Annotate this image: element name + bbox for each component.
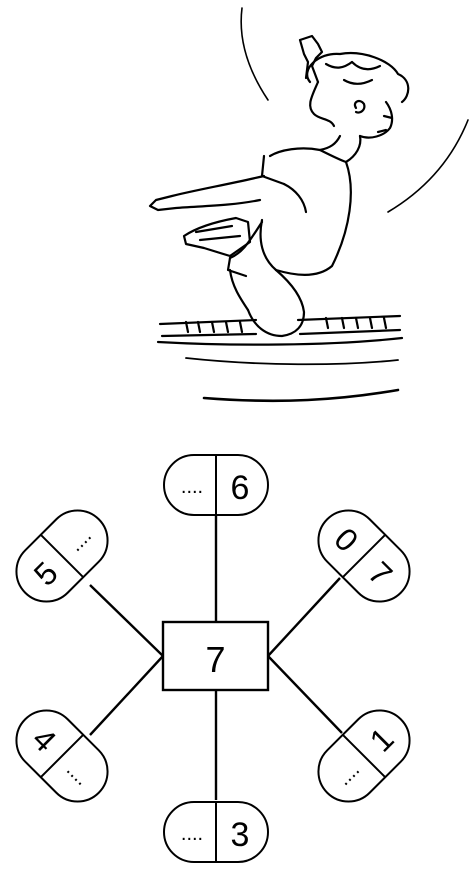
pill-bottom[interactable]: .... 3 [163, 801, 269, 863]
trampoline-illustration [148, 7, 469, 403]
pill-bottom-right-text: 3 [231, 816, 250, 854]
center-number: 7 [205, 639, 225, 680]
pill-top-left-text: .... [181, 476, 203, 498]
pill-upper-left[interactable]: 5 .... [4, 498, 120, 614]
pill-bottom-left-text: .... [181, 823, 203, 845]
spoke-upper-left [89, 584, 164, 657]
pill-lower-right[interactable]: .... 1 [306, 698, 422, 814]
center-box: 7 [161, 620, 270, 692]
pill-upper-right[interactable]: 0 7 [306, 498, 422, 614]
spoke-lower-left [89, 655, 164, 736]
pill-top[interactable]: .... 6 [163, 454, 269, 516]
spoke-lower-right [267, 655, 343, 734]
spoke-upper-right [267, 577, 341, 657]
pill-top-right-text: 6 [231, 469, 250, 507]
number-wheel-diagram: 7 .... 6 5 .... 0 7 4 .... [4, 454, 422, 863]
pill-lower-left[interactable]: 4 .... [4, 698, 120, 814]
